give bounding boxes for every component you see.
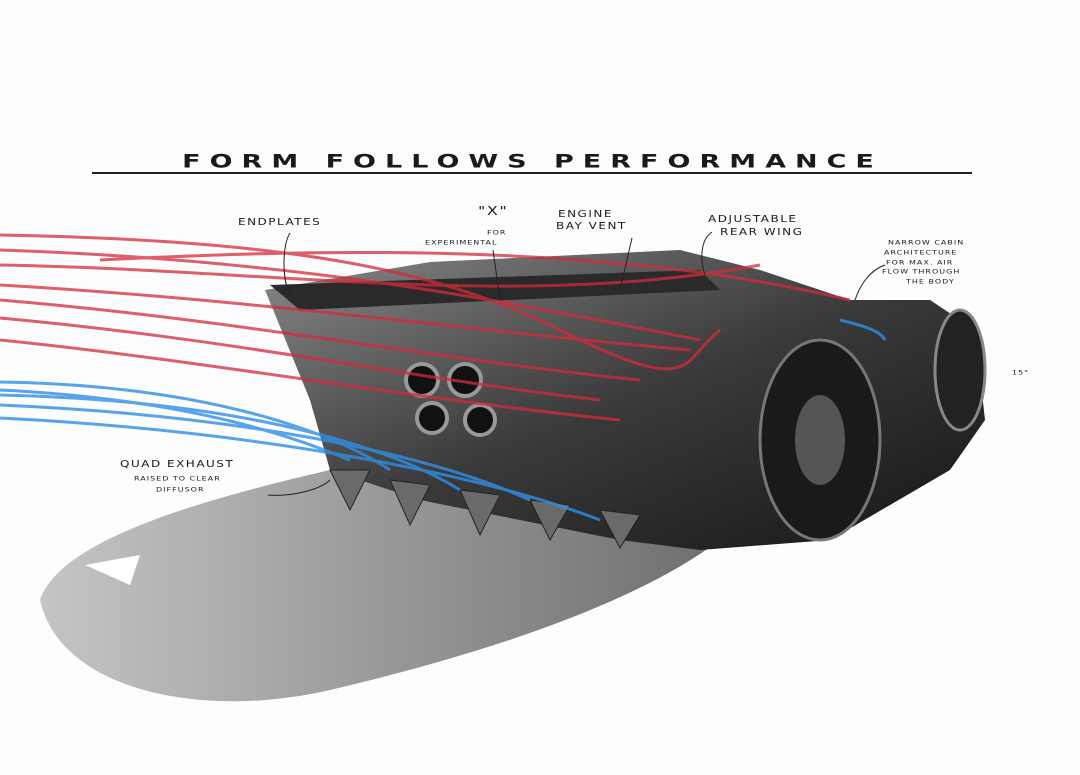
rear-wing: [270, 270, 720, 310]
diffuser-fins: [329, 469, 641, 550]
label-x-experimental: EXPERIMENTAL: [425, 238, 498, 246]
label-cabin-line5: THE BODY: [906, 277, 955, 285]
label-cabin-line4: FLOW THROUGH: [882, 267, 961, 275]
label-cabin-line3: FOR MAX. AIR: [886, 258, 954, 266]
rear-wheel-hub: [795, 395, 845, 485]
label-cabin-line1: NARROW CABIN: [888, 238, 965, 246]
label-engine-line2: BAY VENT: [556, 220, 627, 232]
label-cabin-line2: ARCHITECTURE: [884, 248, 958, 256]
title-underline: [92, 172, 972, 174]
label-endplates: ENDPLATES: [238, 216, 322, 228]
label-wing-line1: ADJUSTABLE: [708, 213, 798, 225]
page-title: FORM FOLLOWS PERFORMANCE: [182, 150, 883, 173]
label-angle: 15°: [1012, 368, 1030, 376]
label-exhaust-line1: QUAD EXHAUST: [120, 458, 235, 470]
leader-lines: [267, 231, 886, 496]
label-x-for: FOR: [487, 228, 507, 236]
label-x-mark: "X": [478, 202, 509, 218]
label-engine-line1: ENGINE: [558, 208, 613, 220]
label-exhaust-line2: RAISED TO CLEAR: [134, 474, 221, 482]
label-exhaust-line3: DIFFUSOR: [156, 485, 205, 493]
blue-airflow-lines: [0, 318, 887, 522]
red-airflow-lines: [0, 233, 851, 422]
shadow-highlight: [85, 555, 140, 585]
label-wing-line2: REAR WING: [720, 226, 804, 238]
front-wheel: [933, 308, 987, 432]
